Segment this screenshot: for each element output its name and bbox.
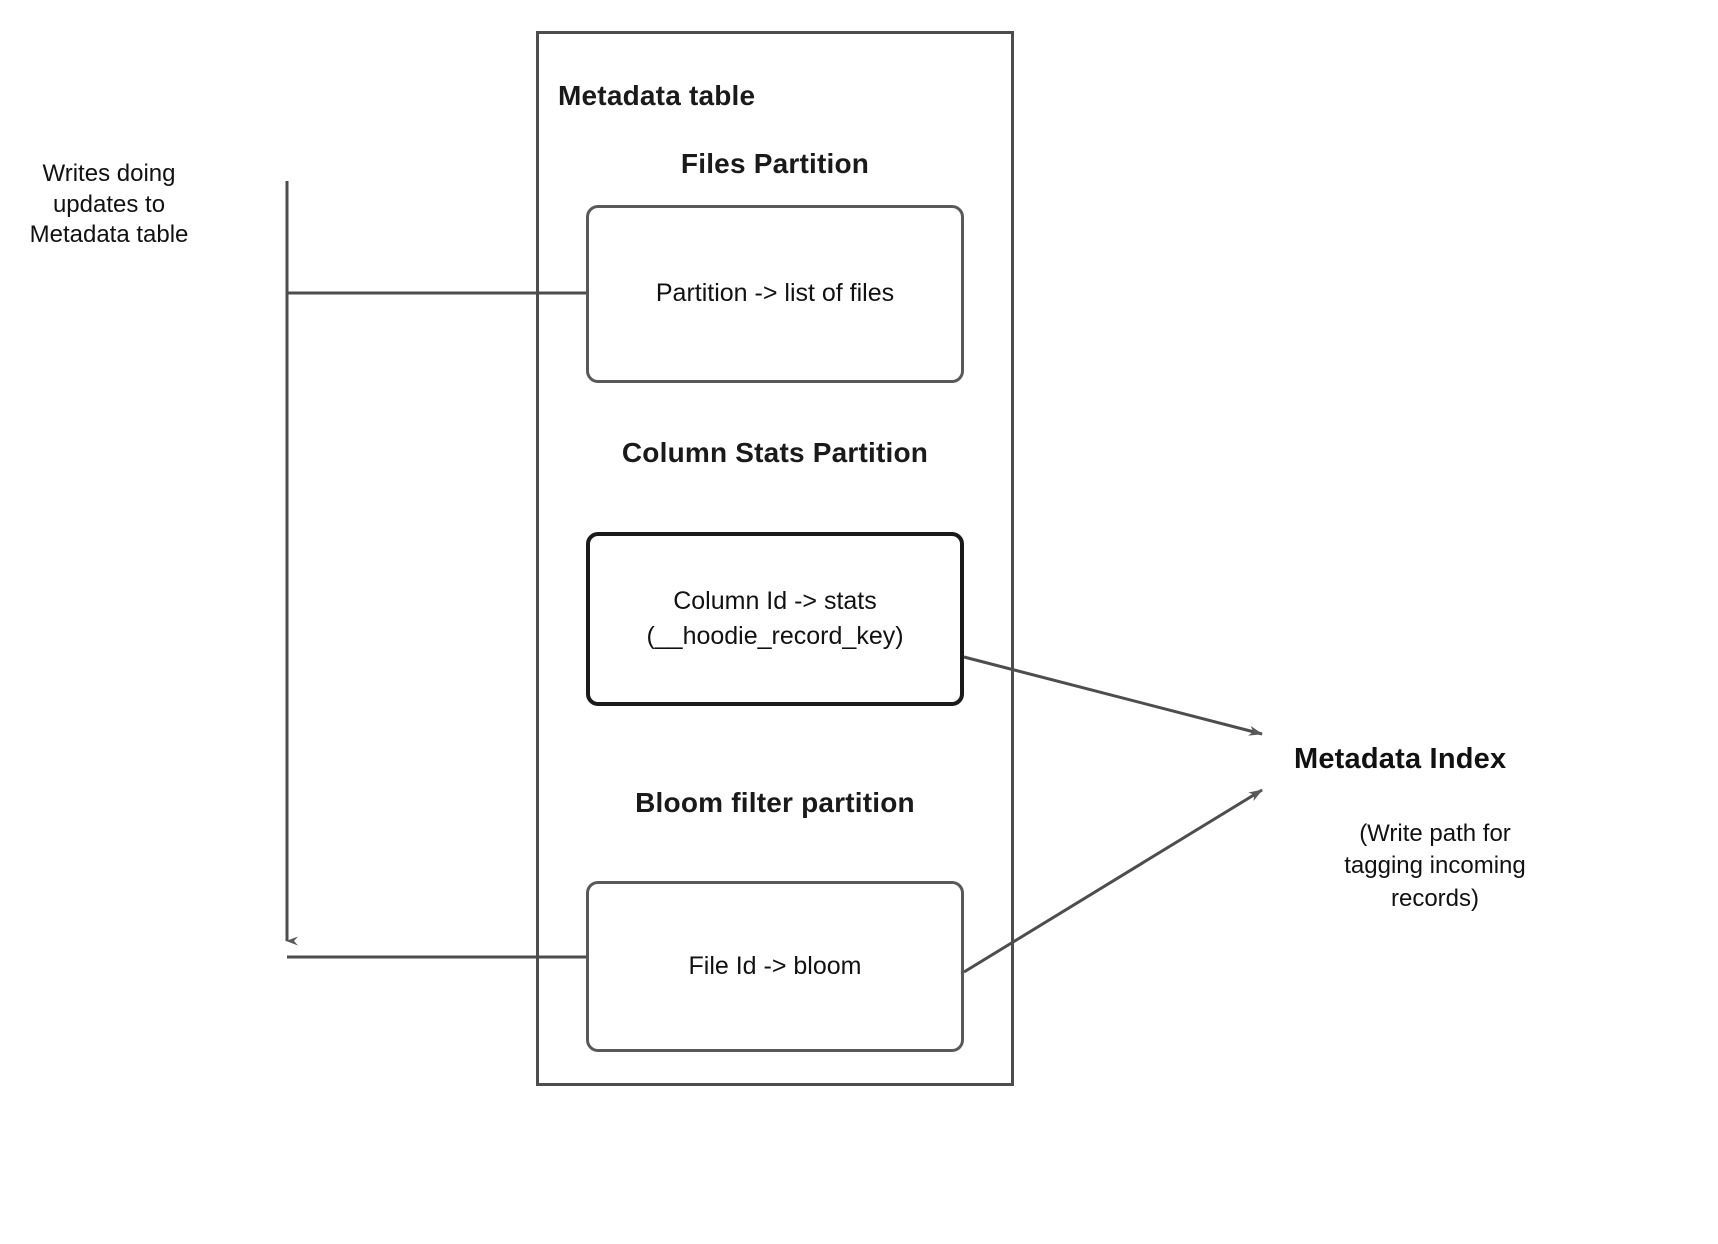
bloom-filter-partition-heading: Bloom filter partition	[635, 787, 915, 818]
column-stats-partition-box: Column Id -> stats (__hoodie_record_key)	[586, 532, 964, 706]
files-partition-heading: Files Partition	[680, 148, 870, 179]
column-stats-box-text: Column Id -> stats (__hoodie_record_key)	[646, 586, 904, 651]
column-stats-partition-heading: Column Stats Partition	[621, 437, 929, 468]
writes-doing-updates-label: Writes doing updates to Metadata table	[29, 160, 189, 249]
metadata-index-note: (Write path for tagging incoming records…	[1344, 820, 1526, 912]
metadata-table-title: Metadata table	[558, 80, 756, 111]
metadata-index-title: Metadata Index	[1294, 743, 1507, 775]
metadata-table-container	[536, 31, 1014, 1086]
bloom-filter-partition-box: File Id -> bloom	[586, 881, 964, 1052]
files-partition-box: Partition -> list of files	[586, 205, 964, 383]
bloom-filter-box-text: File Id -> bloom	[688, 951, 862, 980]
files-partition-box-text: Partition -> list of files	[655, 279, 895, 308]
